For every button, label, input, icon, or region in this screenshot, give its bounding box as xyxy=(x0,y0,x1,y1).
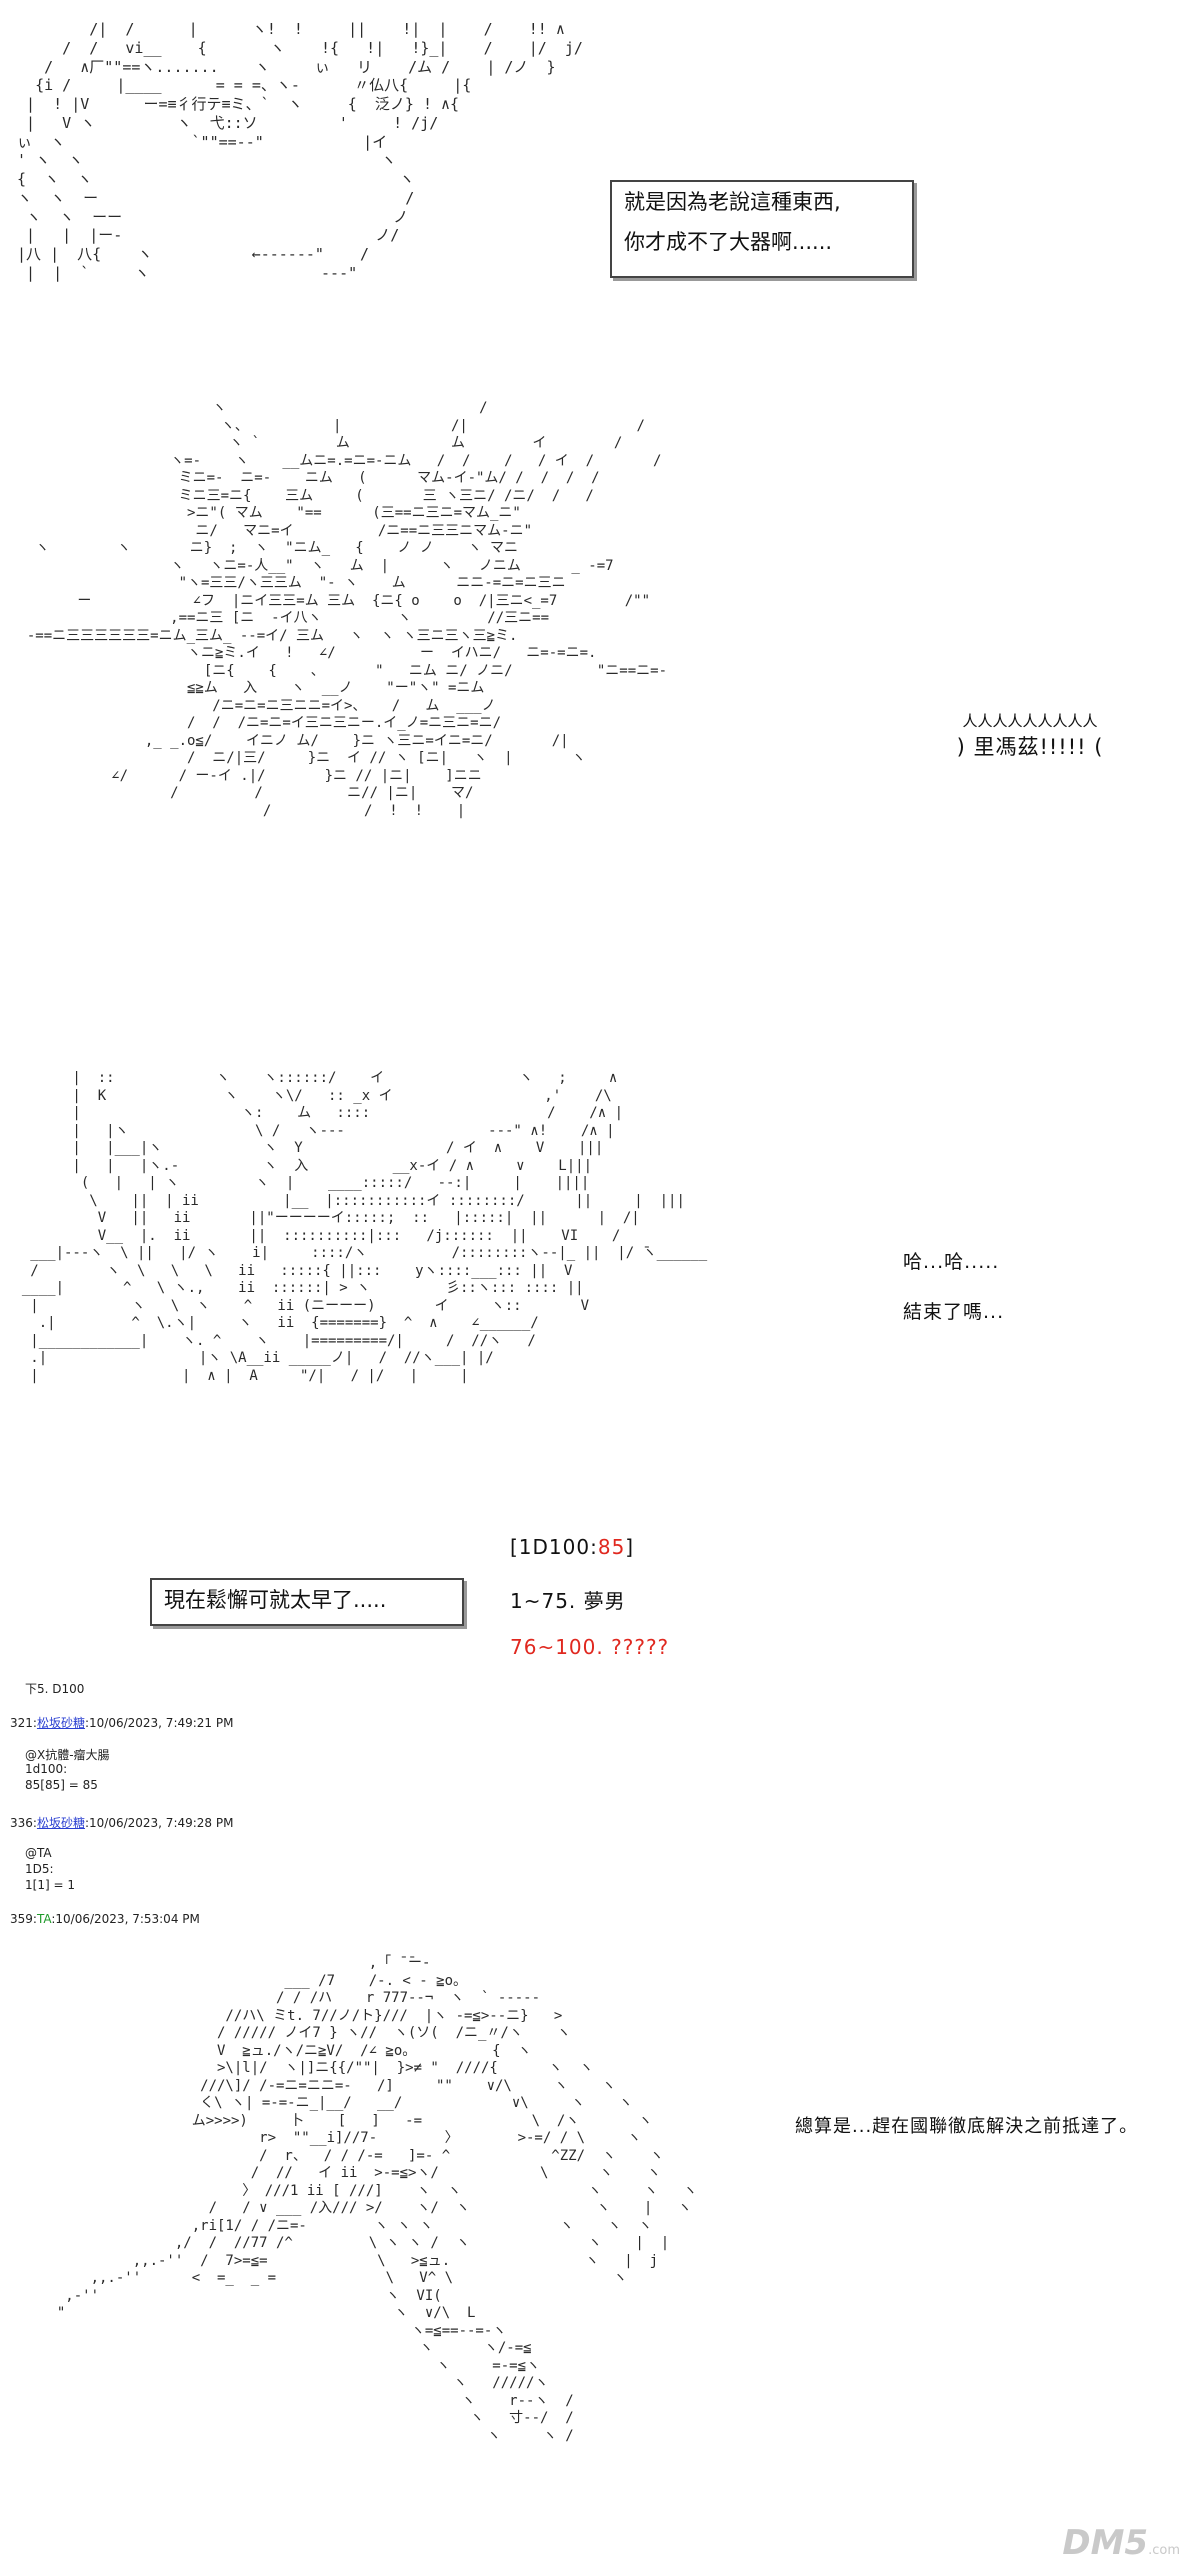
ascii-art-face-closeup: /| / | ヽ! ! || !| | / !! ∧ / / vi__ { ヽ … xyxy=(17,20,583,282)
post-336-meta: 336:松坂砂糖:10/06/2023, 7:49:28 PM xyxy=(10,1814,233,1831)
post-321-meta: 321:松坂砂糖:10/06/2023, 7:49:21 PM xyxy=(10,1714,233,1731)
option-2: 76~100. ????? xyxy=(510,1635,670,1659)
panel4-bubble-text: 現在鬆懈可就太早了..... xyxy=(164,1588,387,1612)
speech-bubble-panel1: 就是因為老說這種東西, 你才成不了大器啊...... xyxy=(610,180,914,278)
shout-top-edge: 人人人人人人人人人 xyxy=(962,712,1098,730)
post-time: :10/06/2023, 7:49:28 PM xyxy=(84,1816,234,1830)
post-321-result: 85[85] = 85 xyxy=(25,1778,98,1792)
shout-label: 里馮茲!!!!! xyxy=(973,735,1087,759)
post-321-body-2: 1d100: xyxy=(25,1762,68,1776)
option-1: 1~75. 夢男 xyxy=(510,1589,626,1613)
bubble-line-1: 就是因為老說這種東西, xyxy=(624,190,841,214)
post-time: :10/06/2023, 7:49:21 PM xyxy=(84,1716,234,1730)
post-336-body-2: 1D5: xyxy=(25,1862,54,1876)
post-321-body-1: @X抗體-瘤大腸 xyxy=(25,1748,110,1762)
site-watermark: DM5.com xyxy=(1062,2523,1180,2563)
post-user-link[interactable]: TA xyxy=(36,1912,52,1926)
ascii-art-ruined-giant: | :: ヽ ヽ::::::/ イ ヽ ; ∧ | K ヽ ヽ\/ :: _x … xyxy=(21,1070,708,1384)
dice-roll-line: [1D100:85] xyxy=(510,1535,634,1559)
thread-header: 下5. D100 xyxy=(25,1682,85,1696)
post-336-body-1: @TA xyxy=(25,1846,52,1860)
panel3-line-1: 哈...哈..... xyxy=(903,1251,1000,1273)
post-user-link[interactable]: 松坂砂糖 xyxy=(36,1716,85,1730)
post-number: 336: xyxy=(10,1816,37,1830)
post-336-result: 1[1] = 1 xyxy=(25,1878,75,1892)
ascii-art-impact-burst: ヽ / ヽ、 | /| / ヽ ` ム ム イ / ヽ= xyxy=(26,400,668,819)
bubble-line-2: 你才成不了大器啊...... xyxy=(624,230,833,254)
post-number: 321: xyxy=(10,1716,37,1730)
dice-close: ] xyxy=(625,1535,635,1559)
speech-bubble-panel4: 現在鬆懈可就太早了..... xyxy=(150,1578,464,1626)
dice-open: [1D100: xyxy=(510,1535,598,1559)
panel5-line: 總算是...趕在國聯徹底解決之前抵達了。 xyxy=(795,2116,1139,2137)
ascii-art-armored-figure: ,「 ̄ ̄ー- ___ /7 /-. < ‐ ≧o。 / / /ハ r 777… xyxy=(56,1955,698,2444)
watermark-main: DM5 xyxy=(1062,2523,1149,2563)
panel3-line-2: 結束了嗎... xyxy=(903,1301,1005,1323)
shout-text: ) 里馮茲!!!!! ( xyxy=(956,735,1104,759)
shout-bubble: 人人人人人人人人人 ) 里馮茲!!!!! ( xyxy=(915,710,1145,761)
post-359-meta: 359:TA:10/06/2023, 7:53:04 PM xyxy=(10,1912,200,1926)
post-time: :10/06/2023, 7:53:04 PM xyxy=(51,1912,200,1926)
dice-value: 85 xyxy=(597,1535,626,1559)
watermark-sub: .com xyxy=(1148,2543,1180,2558)
post-number: 359: xyxy=(10,1912,37,1926)
post-user-link[interactable]: 松坂砂糖 xyxy=(36,1816,85,1830)
